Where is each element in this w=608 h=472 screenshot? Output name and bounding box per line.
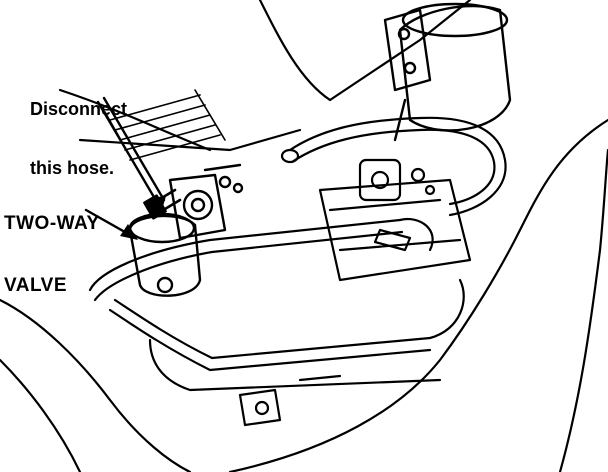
upper-pipe: [280, 116, 507, 217]
hose-callout-line-2: this hose.: [30, 157, 115, 178]
valve-callout-line-1: TWO-WAY: [4, 212, 100, 234]
hose-arrowhead: [150, 196, 166, 210]
disconnect-hose-callout: Disconnect this hose.: [30, 60, 127, 199]
two-way-valve-callout: TWO-WAY VALVE: [4, 172, 100, 318]
hose-callout-line-1: Disconnect: [30, 98, 128, 119]
hose-leader-arrow: [96, 96, 166, 206]
valve-arrowhead: [120, 224, 138, 240]
mounting-tab: [238, 374, 342, 427]
valve-callout-line-2: VALVE: [4, 275, 68, 297]
lower-pipes: [88, 217, 465, 392]
pump-bracket: [318, 158, 472, 282]
